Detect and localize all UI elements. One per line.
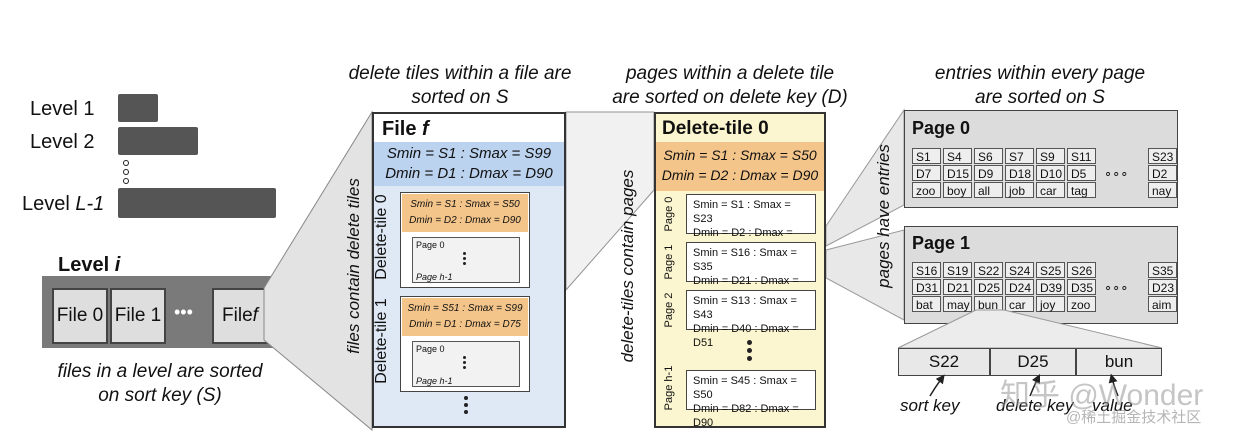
delete-tile-0-page-0: Page 0 (416, 240, 445, 250)
entry-cell: S11 (1067, 148, 1096, 164)
file-panel-title: File f (382, 118, 429, 140)
entry-cell: D23 (1148, 279, 1177, 295)
delete-tile-0-pages (412, 237, 520, 283)
entry-cell: D2 (1148, 165, 1177, 181)
entry-cell: joy (1036, 296, 1065, 312)
levels-ellipsis (123, 160, 129, 184)
file-f-box: File f (212, 288, 268, 344)
entry-cell: job (1005, 182, 1034, 198)
entry-cell: aim (1148, 296, 1177, 312)
delete-tile-1-pages (412, 341, 520, 387)
file-0-box: File 0 (52, 288, 108, 344)
entry-cell: D15 (943, 165, 972, 181)
delete-tiles-ellipsis (464, 396, 468, 414)
delete-tile-0-page-h: Page h-1 (416, 272, 453, 282)
entry-cell: D7 (912, 165, 941, 181)
watermark-line-1: 知乎 @Wonder (1000, 379, 1204, 412)
kv-label-sort-key: sort key (900, 396, 960, 415)
entry-cell: D10 (1036, 165, 1065, 181)
entry-cell: S16 (912, 262, 941, 278)
entry-cell: zoo (912, 182, 941, 198)
entry-cell: S22 (974, 262, 1003, 278)
entries-ellipsis: ∘∘∘ (1104, 280, 1129, 295)
entry-cell: D25 (974, 279, 1003, 295)
entry-cell: boy (943, 182, 972, 198)
entries-page-1-title: Page 1 (912, 233, 971, 253)
entry-cell: S1 (912, 148, 941, 164)
entry-cell: S6 (974, 148, 1003, 164)
entry-cell: D9 (974, 165, 1003, 181)
level-2-bar (118, 127, 198, 155)
files-ellipsis: ••• (174, 302, 193, 322)
level-i-label: Level i (58, 254, 121, 276)
entry-cell: S35 (1148, 262, 1177, 278)
kv-label-value: value (1092, 396, 1133, 415)
delete-tile-1-page-ellipsis (463, 356, 466, 369)
delete-tile-1-page-h: Page h-1 (416, 376, 453, 386)
entry-cell: S4 (943, 148, 972, 164)
entry-cell: D35 (1067, 279, 1096, 295)
entry-cell: tag (1067, 182, 1096, 198)
delete-tile-1-page-0: Page 0 (416, 344, 445, 354)
entry-cell: S25 (1036, 262, 1065, 278)
entry-cell: S24 (1005, 262, 1034, 278)
entries-page-0-title: Page 0 (912, 118, 971, 138)
tile-panel-title: Delete-tile 0 (662, 118, 769, 139)
entry-cell: may (943, 296, 972, 312)
level-1-bar (118, 94, 158, 122)
tile-pages-ellipsis (747, 340, 752, 361)
watermark-line-2: @稀土掘金技术社区 (1066, 409, 1202, 426)
entries-ellipsis: ∘∘∘ (1104, 166, 1129, 181)
entry-cell: S26 (1067, 262, 1096, 278)
entry-cell: D31 (912, 279, 941, 295)
entry-cell: zoo (1067, 296, 1096, 312)
file-1-box: File 1 (110, 288, 166, 344)
entry-cell: S23 (1148, 148, 1177, 164)
entry-cell: nay (1148, 182, 1177, 198)
entry-cell: S7 (1005, 148, 1034, 164)
entry-cell: D39 (1036, 279, 1065, 295)
entry-cell: car (1036, 182, 1065, 198)
level-1-label: Level 1 (30, 98, 95, 120)
level-l-label: Level L-1 (22, 193, 105, 215)
level-2-label: Level 2 (30, 131, 95, 153)
entry-cell: S9 (1036, 148, 1065, 164)
entry-cell: D5 (1067, 165, 1096, 181)
entry-cell: D24 (1005, 279, 1034, 295)
entry-cell: D21 (943, 279, 972, 295)
entry-cell: S19 (943, 262, 972, 278)
entry-cell: car (1005, 296, 1034, 312)
entry-cell: bat (912, 296, 941, 312)
level-l-bar (118, 188, 276, 218)
entry-cell: all (974, 182, 1003, 198)
delete-tile-0-page-ellipsis (463, 252, 466, 265)
kv-value: bun (1076, 348, 1162, 376)
kv-label-delete-key: delete key (996, 396, 1074, 415)
entry-cell: D18 (1005, 165, 1034, 181)
